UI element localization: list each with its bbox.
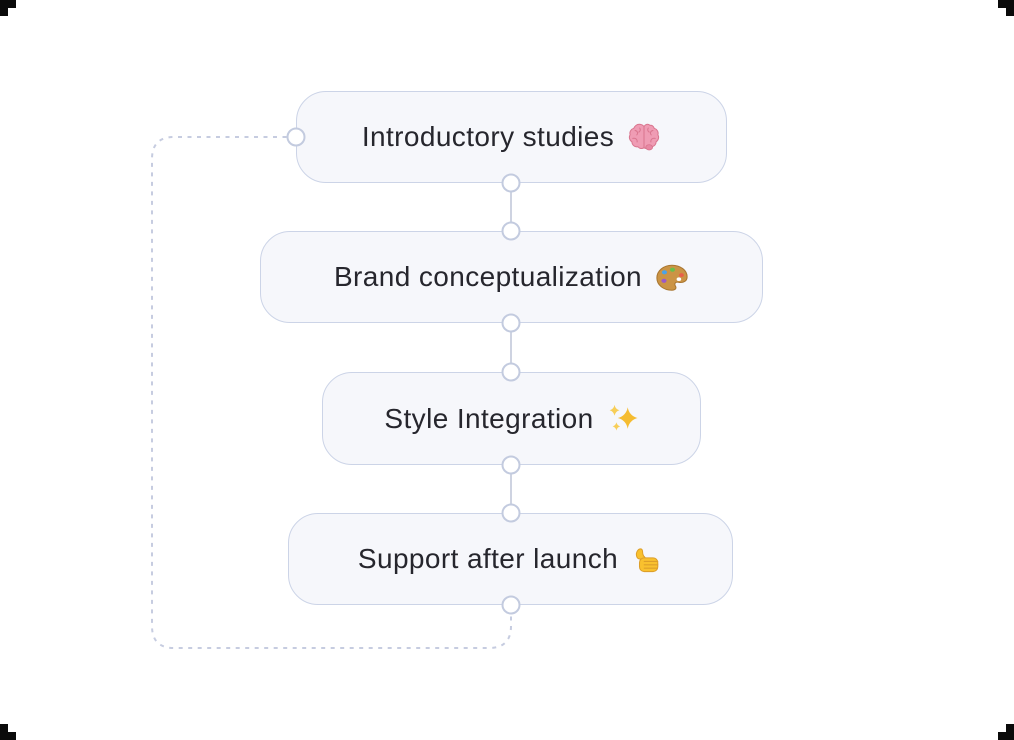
node-label: Support after launch bbox=[357, 543, 619, 574]
node-label: Introductory studies bbox=[361, 121, 615, 152]
node-label: Brand conceptualization bbox=[333, 261, 643, 292]
thumbs-up-icon bbox=[631, 544, 663, 574]
flow-node-style-integration: Style Integration bbox=[322, 372, 701, 465]
crop-mark-bottom-left bbox=[0, 724, 16, 740]
flow-node-support-after-launch: Support after launch bbox=[288, 513, 733, 605]
flow-node-introductory-studies: Introductory studies bbox=[296, 91, 727, 183]
crop-mark-top-left bbox=[0, 0, 16, 16]
crop-mark-bottom-right bbox=[998, 724, 1014, 740]
palette-icon bbox=[655, 263, 689, 292]
brain-icon bbox=[627, 122, 661, 152]
flow-node-brand-conceptualization: Brand conceptualization bbox=[260, 231, 763, 323]
node-label: Style Integration bbox=[384, 402, 594, 434]
crop-mark-top-right bbox=[998, 0, 1014, 16]
sparkles-icon bbox=[607, 403, 639, 434]
